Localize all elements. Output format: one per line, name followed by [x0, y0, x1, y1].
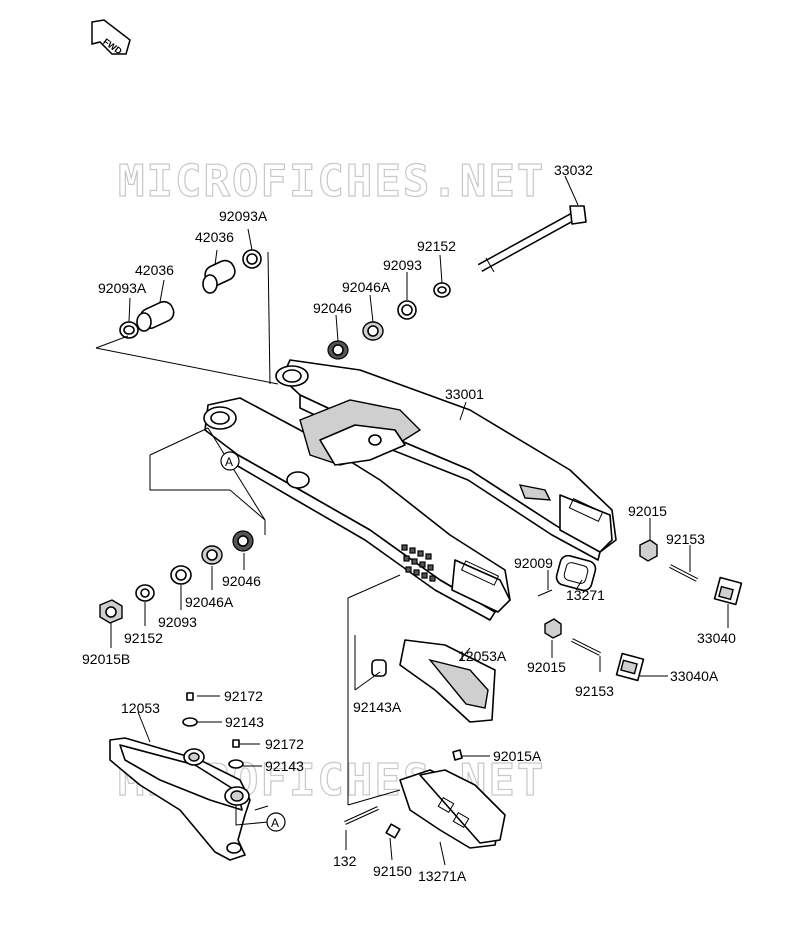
label-33001: 33001: [445, 386, 484, 402]
label-92093-top: 92093: [383, 257, 422, 273]
label-92015A: 92015A: [493, 748, 542, 764]
label-92093A-left: 92093A: [98, 280, 147, 296]
label-33032: 33032: [554, 162, 593, 178]
label-12053: 12053: [121, 700, 160, 716]
label-92143-a: 92143: [225, 714, 264, 730]
label-92143-b: 92143: [265, 758, 304, 774]
label-92046-top: 92046: [313, 300, 352, 316]
label-92150: 92150: [373, 863, 412, 879]
svg-text:A: A: [225, 455, 233, 469]
label-92093A-top: 92093A: [219, 208, 268, 224]
label-33040: 33040: [697, 630, 736, 646]
linkage-arm: [109, 692, 251, 861]
label-92046A-top: 92046A: [342, 279, 391, 295]
label-92172-a: 92172: [224, 688, 263, 704]
label-92152-left: 92152: [124, 630, 163, 646]
ref-marker-a-lower: A: [266, 812, 286, 832]
label-33040A: 33040A: [670, 668, 719, 684]
label-42036-top: 42036: [195, 229, 234, 245]
label-42036-left: 42036: [135, 262, 174, 278]
watermark-top: MICROFICHES.NET: [118, 156, 545, 207]
left-bearing-stack: [99, 530, 254, 624]
label-92172-b: 92172: [265, 736, 304, 752]
label-92153-mid: 92153: [575, 683, 614, 699]
pivot-shaft: [477, 205, 587, 273]
top-bearing-stack: [119, 249, 451, 360]
label-92093-left: 92093: [158, 614, 197, 630]
leader-lines: [95, 175, 729, 866]
label-92015-right: 92015: [628, 503, 667, 519]
label-13271A: 13271A: [418, 868, 467, 884]
swingarm-body: [203, 359, 617, 621]
label-92153-right: 92153: [666, 531, 705, 547]
vent-pattern: [401, 544, 436, 582]
part-labels: 33032 92093A 42036 42036 92093A 92152 92…: [82, 162, 736, 884]
fwd-arrow-icon: FWD: [91, 19, 131, 57]
svg-text:A: A: [271, 816, 279, 830]
label-92015-mid: 92015: [527, 659, 566, 675]
label-92143A: 92143A: [353, 699, 402, 715]
label-132: 132: [333, 853, 357, 869]
label-12053A: 12053A: [458, 648, 507, 664]
label-92046-left: 92046: [222, 573, 261, 589]
label-13271: 13271: [566, 587, 605, 603]
label-92046A-left: 92046A: [185, 594, 234, 610]
label-92009: 92009: [514, 555, 553, 571]
axle-hardware: [537, 539, 743, 682]
label-92152-top: 92152: [417, 238, 456, 254]
chain-guide: [344, 639, 506, 849]
label-92015B: 92015B: [82, 651, 130, 667]
ref-marker-a-upper: A: [220, 451, 240, 471]
